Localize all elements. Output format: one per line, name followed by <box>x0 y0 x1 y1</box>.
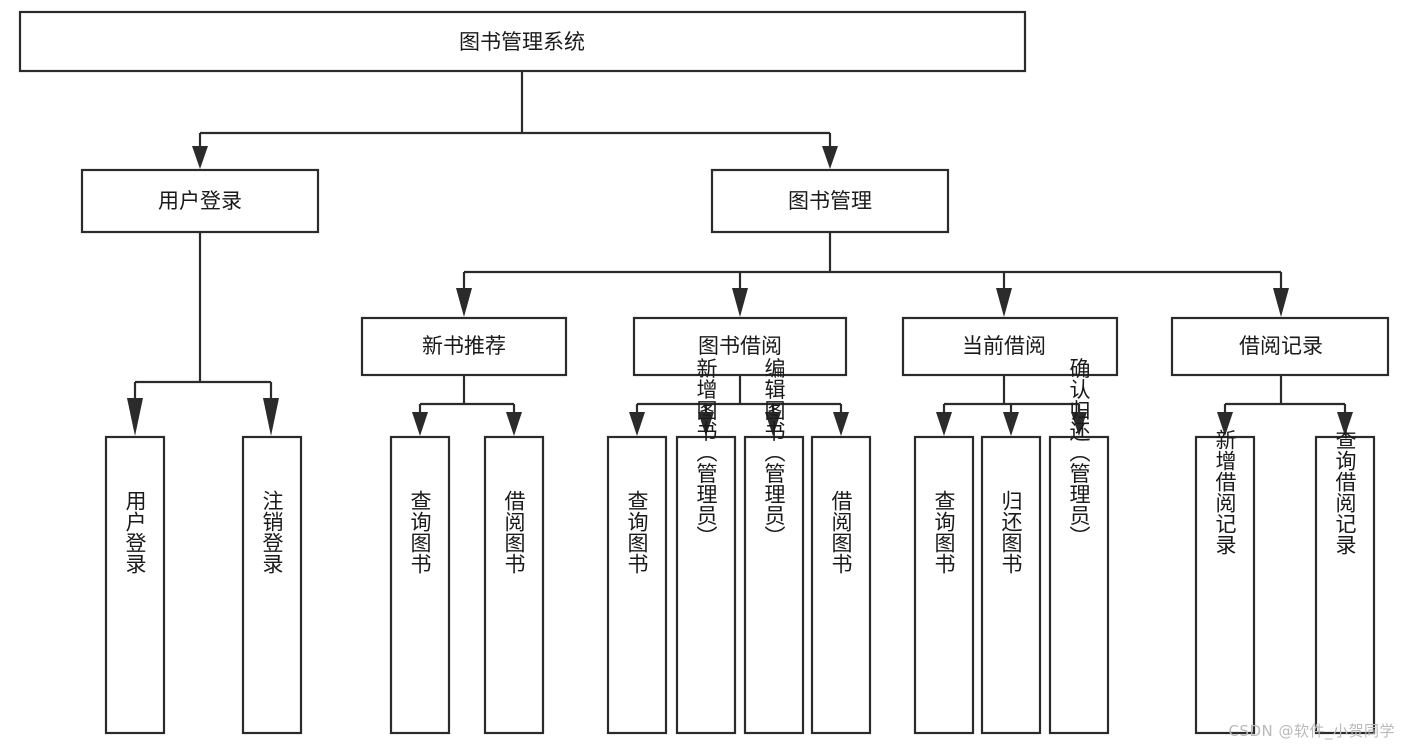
node-leaf-cb-confirm-return[interactable]: 确认归还（管理员） <box>1048 358 1110 735</box>
node-borrow-record-box[interactable] <box>1170 316 1390 377</box>
arrow-head-user-login <box>192 146 208 169</box>
arrow-head-bb-edit <box>765 412 781 436</box>
node-leaf-bb-edit-book[interactable]: 编辑图书（管理员） <box>743 358 805 735</box>
node-leaf-bb-edit-book-label: 编辑图书（管理员） <box>762 358 786 547</box>
node-book-management-label: 图书管理 <box>788 189 872 213</box>
node-leaf-logout[interactable]: 注销登录 <box>241 435 303 735</box>
arrow-head-br-add <box>1217 412 1233 436</box>
node-leaf-rec-borrow-book-label: 借阅图书 <box>502 490 526 574</box>
arrow-head-rec-query <box>412 412 428 436</box>
arrow-head-rec-borrow <box>506 412 522 436</box>
node-leaf-br-add-record[interactable]: 新增借阅记录 <box>1194 429 1256 735</box>
node-leaf-bb-add-book-label: 新增图书（管理员） <box>694 358 718 547</box>
node-borrow-record[interactable]: 借阅记录 <box>1170 316 1390 377</box>
node-current-borrow[interactable]: 当前借阅 <box>901 316 1119 377</box>
node-leaf-logout-label: 注销登录 <box>260 490 284 574</box>
arrow-head-bb-add <box>698 412 714 436</box>
node-leaf-user-login-box[interactable] <box>104 435 166 735</box>
node-leaf-cb-return-book-box[interactable] <box>980 435 1042 735</box>
node-leaf-rec-borrow-book[interactable]: 借阅图书 <box>483 435 545 735</box>
node-user-login-label: 用户登录 <box>158 189 242 213</box>
node-leaf-logout-box[interactable] <box>241 435 303 735</box>
node-leaf-br-query-record[interactable]: 查询借阅记录 <box>1314 429 1376 735</box>
node-book-borrow-box[interactable] <box>632 316 848 377</box>
node-new-book-recommend-label: 新书推荐 <box>422 334 506 358</box>
arrow-head-book-borrow <box>732 288 748 317</box>
node-leaf-rec-query-book-box[interactable] <box>389 435 451 735</box>
node-user-login[interactable]: 用户登录 <box>80 168 320 234</box>
node-book-management[interactable]: 图书管理 <box>710 168 950 234</box>
node-leaf-br-add-record-label: 新增借阅记录 <box>1213 429 1237 555</box>
node-leaf-br-query-record-box[interactable] <box>1314 435 1376 735</box>
node-book-borrow[interactable]: 图书借阅 <box>632 316 848 377</box>
node-user-login-box[interactable] <box>80 168 320 234</box>
node-leaf-cb-confirm-return-label: 确认归还（管理员） <box>1067 358 1091 547</box>
arrow-head-l4-login <box>127 398 143 436</box>
node-leaf-cb-confirm-return-box[interactable] <box>1048 435 1110 735</box>
node-leaf-cb-return-book-label: 归还图书 <box>999 490 1023 574</box>
arrow-head-bb-query <box>629 412 645 436</box>
node-leaf-bb-query-book[interactable]: 查询图书 <box>606 435 668 735</box>
node-leaf-cb-return-book[interactable]: 归还图书 <box>980 435 1042 735</box>
arrow-head-borrow-record <box>1273 288 1289 317</box>
node-leaf-user-login[interactable]: 用户登录 <box>104 435 166 735</box>
node-leaf-bb-borrow-book[interactable]: 借阅图书 <box>810 435 872 735</box>
node-leaf-bb-borrow-book-label: 借阅图书 <box>829 490 853 574</box>
node-leaf-rec-query-book-label: 查询图书 <box>408 490 432 574</box>
node-current-borrow-box[interactable] <box>901 316 1119 377</box>
arrow-head-cb-return <box>1003 412 1019 436</box>
node-leaf-bb-edit-book-box[interactable] <box>743 435 805 735</box>
node-leaf-rec-query-book[interactable]: 查询图书 <box>389 435 451 735</box>
node-current-borrow-label: 当前借阅 <box>962 334 1046 358</box>
node-book-management-box[interactable] <box>710 168 950 234</box>
node-root[interactable]: 图书管理系统 <box>18 10 1027 73</box>
node-root-box[interactable] <box>18 10 1027 73</box>
node-leaf-bb-add-book[interactable]: 新增图书（管理员） <box>675 358 737 735</box>
node-leaf-cb-query-book[interactable]: 查询图书 <box>913 435 975 735</box>
node-leaf-br-add-record-box[interactable] <box>1194 435 1256 735</box>
connector-group <box>127 71 1353 436</box>
node-leaf-cb-query-book-label: 查询图书 <box>932 490 956 574</box>
node-new-book-recommend-box[interactable] <box>360 316 568 377</box>
arrow-head-cb-confirm <box>1071 412 1087 436</box>
node-book-borrow-label: 图书借阅 <box>698 334 782 358</box>
node-leaf-bb-borrow-book-box[interactable] <box>810 435 872 735</box>
arrow-head-l4-logout <box>263 398 279 436</box>
arrow-head-cb-query <box>936 412 952 436</box>
node-leaf-bb-add-book-box[interactable] <box>675 435 737 735</box>
node-borrow-record-label: 借阅记录 <box>1239 334 1323 358</box>
arrow-head-book-mgmt <box>822 146 838 169</box>
arrow-head-br-query <box>1337 412 1353 436</box>
node-leaf-rec-borrow-book-box[interactable] <box>483 435 545 735</box>
node-root-label: 图书管理系统 <box>459 30 585 54</box>
node-new-book-recommend[interactable]: 新书推荐 <box>360 316 568 377</box>
node-leaf-bb-query-book-label: 查询图书 <box>625 490 649 574</box>
csdn-watermark: CSDN @软件_小贺同学 <box>1228 722 1395 740</box>
node-leaf-cb-query-book-box[interactable] <box>913 435 975 735</box>
arrow-head-new-book-rec <box>456 288 472 317</box>
arrow-head-current-borrow <box>996 288 1012 317</box>
node-leaf-user-login-label: 用户登录 <box>123 490 147 574</box>
node-leaf-bb-query-book-box[interactable] <box>606 435 668 735</box>
arrow-head-bb-borrow <box>833 412 849 436</box>
node-leaf-br-query-record-label: 查询借阅记录 <box>1333 429 1357 555</box>
